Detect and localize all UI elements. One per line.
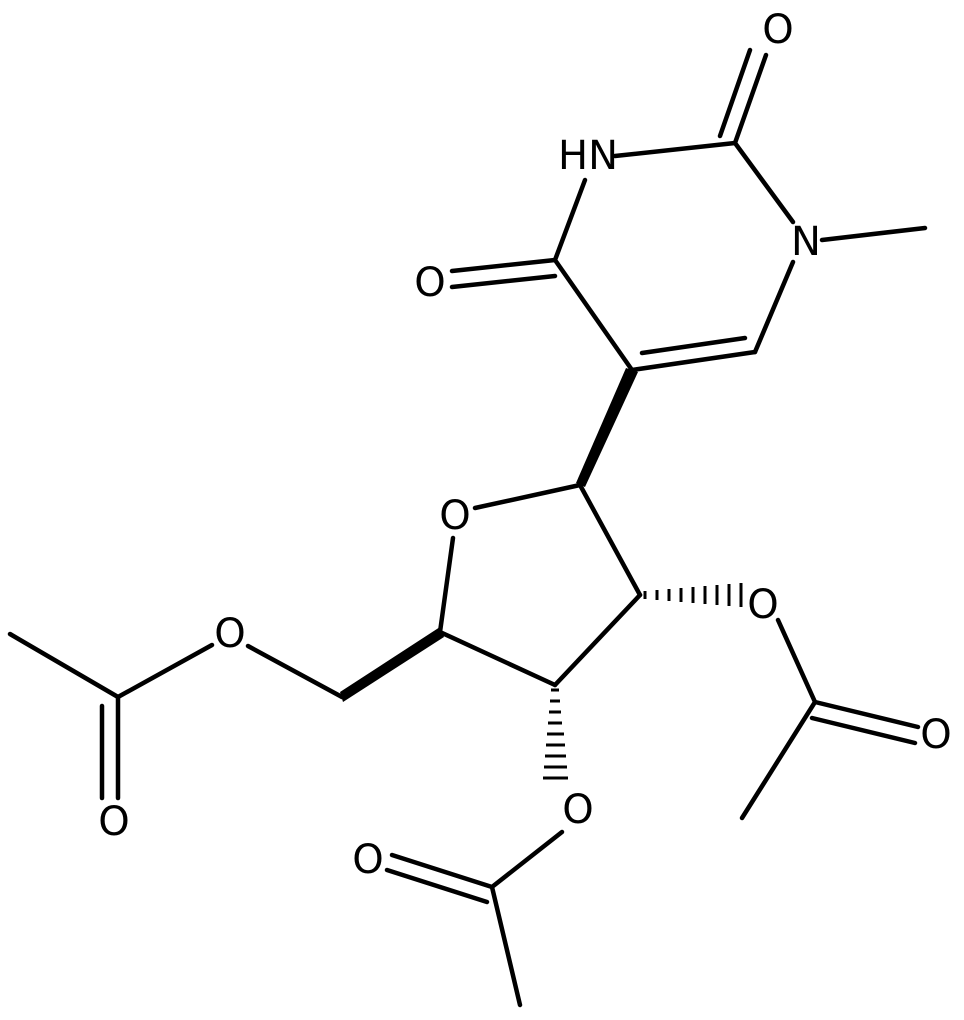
bond-acyl-methyl-c2 (739, 699, 818, 821)
wedge-c4-c5prime (340, 627, 444, 702)
bond-o-acyl-c3 (489, 829, 565, 890)
bond-oring-c4 (437, 535, 456, 635)
bond-acyl-methyl-c5 (7, 631, 121, 700)
bond-c4-o-double-b (449, 273, 558, 290)
bond-c2-n3 (612, 140, 738, 159)
bond-acyl-o-double-b-c2 (809, 715, 918, 746)
bond-acyl-methyl-c3 (489, 884, 523, 1008)
bond-o-acyl-c5 (115, 642, 215, 700)
bond-o-acyl-c2 (775, 617, 818, 705)
atom-o-acetate-c3: O (562, 787, 593, 833)
acetate-c5 (7, 631, 345, 801)
bond-c5prime-o (245, 643, 345, 700)
atom-o-carbonyl-c3: O (352, 837, 383, 883)
bond-acyl-o-double-a-c2 (812, 699, 921, 730)
bond-acyl-o-double-b-c3 (384, 867, 490, 905)
pyrimidine-ring (449, 47, 928, 373)
bond-n1-c2 (732, 140, 796, 225)
bond-c2-c1 (577, 482, 643, 598)
furanose-ring (340, 368, 743, 780)
bond-c5-c6-double (639, 335, 748, 356)
wedge-c1-c5 (576, 368, 638, 487)
bond-c4-c3 (437, 629, 558, 688)
bond-n1-methyl (819, 225, 928, 243)
atom-o-acetate-c2: O (747, 582, 778, 628)
atom-o-c2: O (762, 7, 793, 53)
atom-n3-h: HN (558, 133, 618, 179)
bond-c2-o-double-a (732, 52, 769, 146)
bond-c1-oring (472, 482, 583, 511)
atom-o-ring: O (439, 493, 470, 539)
hash-c3-o (543, 688, 568, 780)
atom-n1: N (791, 219, 821, 265)
bond-c2-o-double-b (717, 47, 753, 139)
atom-labels: O HN N O O O O O O O O (98, 7, 951, 883)
bond-c3-c2 (552, 592, 643, 688)
hash-c2-o (643, 583, 743, 607)
atom-o-carbonyl-c5: O (98, 799, 129, 845)
bond-c6-n1 (752, 259, 796, 355)
bond-c4-o-double-a (449, 257, 558, 274)
bond-c4-c5 (552, 257, 635, 373)
atom-o-carbonyl-c2: O (920, 712, 951, 758)
acetate-c2 (739, 617, 921, 821)
atom-o-acetate-c5: O (214, 611, 245, 657)
bond-c5-c6 (629, 349, 758, 373)
acetate-c3 (384, 829, 565, 1008)
bond-n3-c4 (552, 177, 588, 263)
bond-acyl-o-double-a-c3 (389, 852, 495, 890)
atom-o-c4: O (414, 260, 445, 306)
